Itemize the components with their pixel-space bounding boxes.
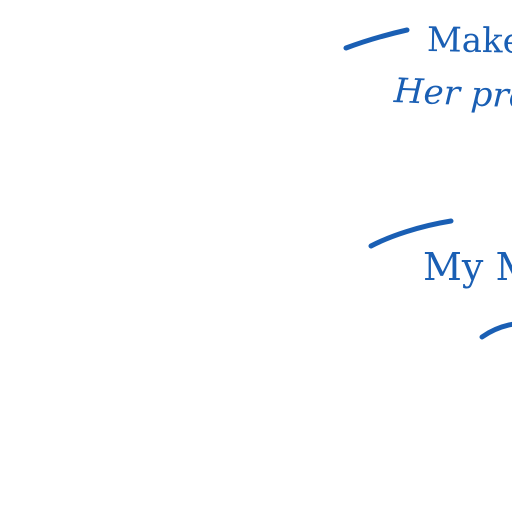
text-line-make: Make [426,20,512,62]
text-line-her-pro: Her pro [393,71,512,117]
pen-stroke-middle [368,218,454,249]
pen-stroke-bottom [479,321,512,340]
text-line-my-m: My M [423,245,512,289]
pen-stroke-top [343,27,410,51]
